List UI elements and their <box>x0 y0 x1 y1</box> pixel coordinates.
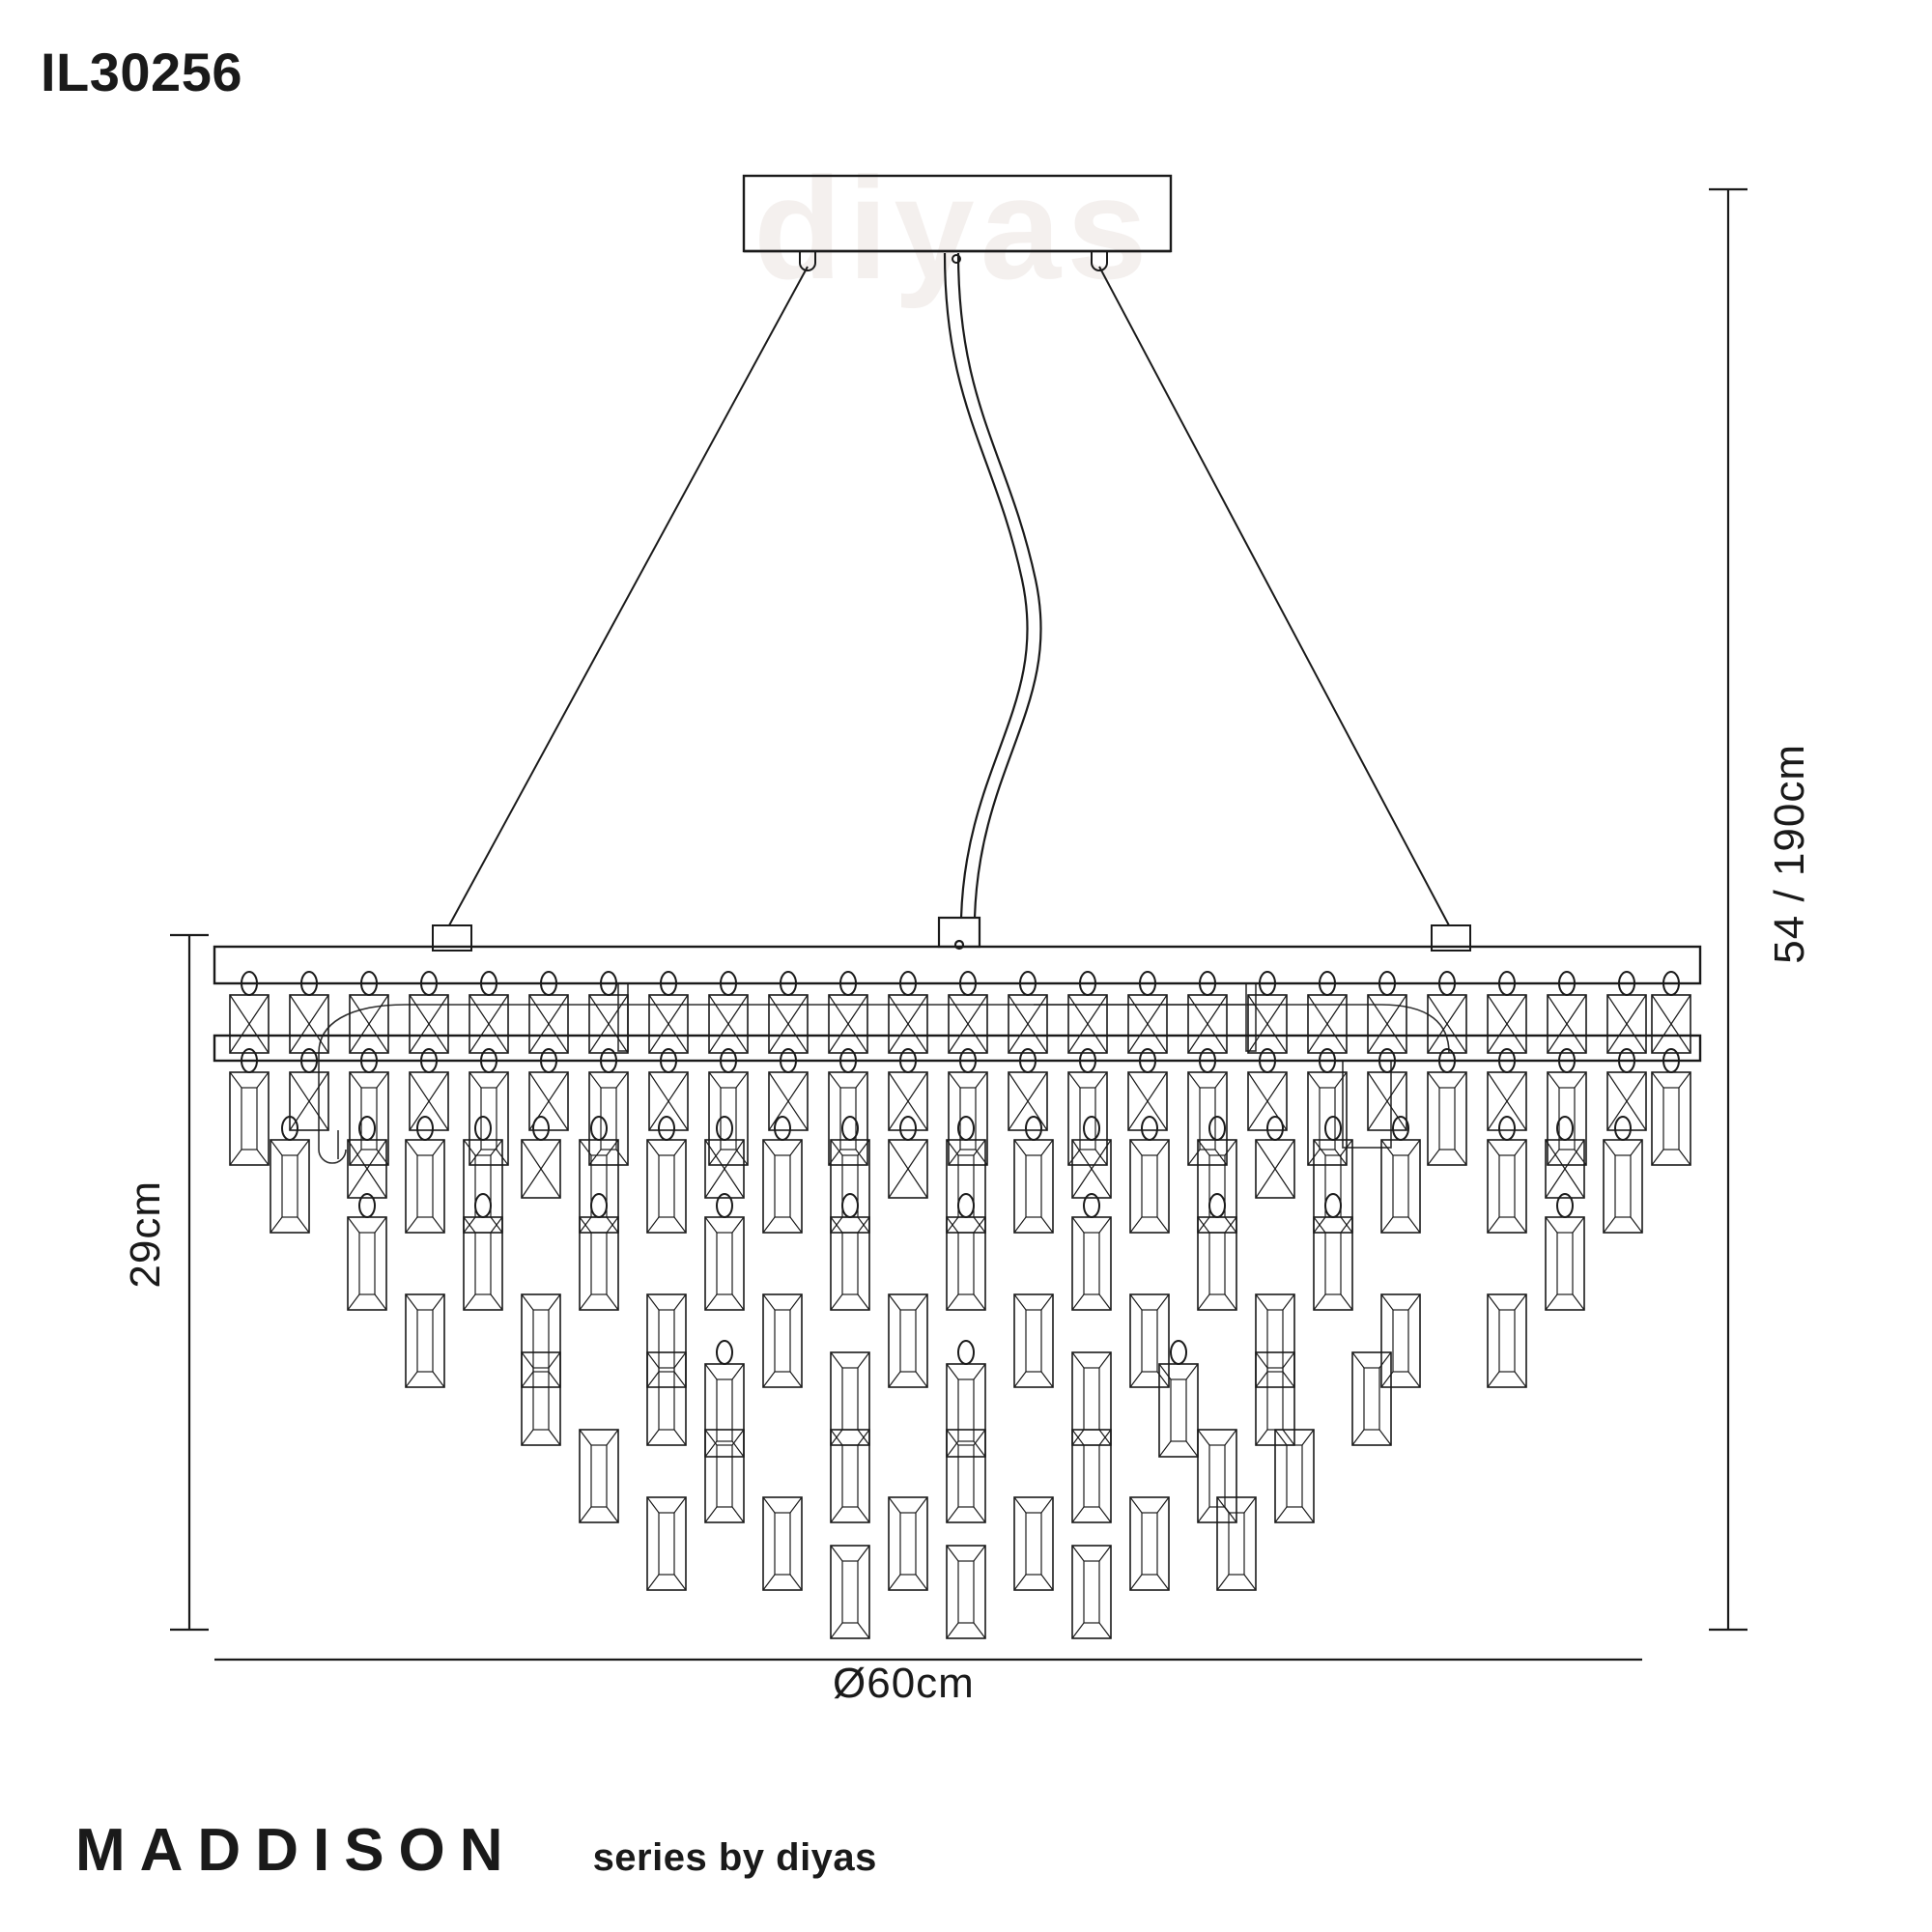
brand-name: MADDISON <box>75 1817 518 1884</box>
ceiling-plate-fittings <box>799 250 1108 271</box>
top-frame-bar <box>213 945 1702 985</box>
second-frame-bar <box>213 1034 1702 1063</box>
dimension-height-label: 54 / 190cm <box>1766 744 1813 964</box>
crystal-tier-4 <box>347 1193 1585 1311</box>
dimension-drop-line <box>170 933 209 1632</box>
crystal-tier-8 <box>646 1496 1257 1591</box>
crystal-tier-6 <box>521 1340 1392 1458</box>
suspension-wires <box>432 266 1471 952</box>
crystal-tier-7 <box>579 1429 1315 1523</box>
dimension-width-label: Ø60cm <box>833 1660 975 1707</box>
power-cable <box>937 252 1042 951</box>
internal-structure <box>318 982 1450 1164</box>
ceiling-plate <box>742 174 1173 253</box>
crystal-tier-3 <box>270 1116 1643 1234</box>
brand-series: series by diyas <box>592 1836 877 1879</box>
watermark-diyas: diyas <box>753 147 1153 309</box>
brand-footer: MADDISON series by diyas <box>75 1816 877 1885</box>
product-code: IL30256 <box>41 42 242 102</box>
crystal-tier-2 <box>229 1048 1691 1166</box>
dimension-height-line <box>1709 187 1747 1632</box>
crystal-tier-9 <box>830 1545 1112 1639</box>
dimension-drop-label: 29cm <box>122 1180 169 1289</box>
